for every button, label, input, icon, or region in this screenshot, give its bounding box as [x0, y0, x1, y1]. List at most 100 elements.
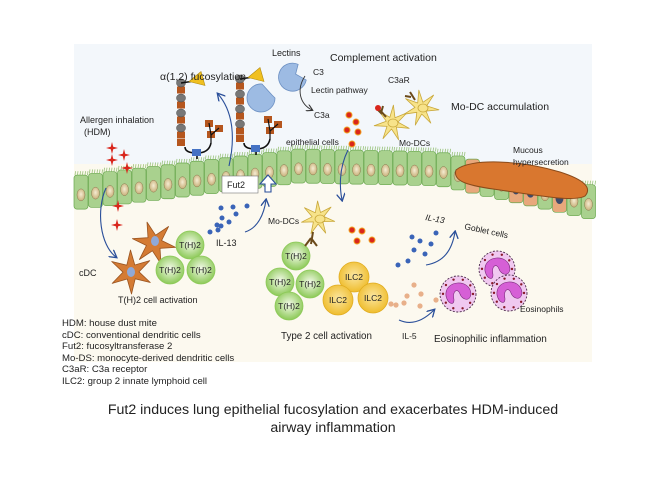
cilia — [166, 160, 168, 165]
cilia — [181, 158, 183, 164]
ilc2-cell-label: ILC2 — [364, 293, 382, 303]
cell-nucleus — [76, 188, 86, 202]
allergen-uptake-arrow — [100, 187, 116, 257]
galactose-icon — [236, 82, 244, 90]
cilia — [142, 164, 144, 169]
cilia — [79, 171, 81, 176]
cilia — [355, 146, 357, 151]
il5-dot — [393, 302, 399, 308]
eosinophil-granule — [452, 307, 455, 310]
cell-nucleus — [294, 162, 303, 176]
il13-dot — [244, 203, 250, 209]
galactose-icon — [236, 135, 244, 142]
sugar-icon — [235, 104, 245, 114]
cilia — [113, 167, 115, 172]
fut2-to-fucosylation-arrow — [218, 94, 233, 167]
cell-nucleus — [410, 164, 419, 178]
eosinophil-granule — [468, 301, 472, 305]
cilia — [372, 146, 374, 151]
cilia — [451, 151, 453, 157]
cilia — [323, 145, 325, 150]
galactose-icon — [177, 86, 185, 94]
cilia — [309, 145, 311, 150]
il5-dot — [433, 297, 439, 303]
cilia — [89, 169, 91, 174]
cell-nucleus — [279, 164, 289, 177]
label-il13-left: IL-13 — [216, 238, 237, 248]
label-fut2: Fut2 — [227, 180, 245, 190]
cilia — [422, 147, 424, 152]
cell-nucleus — [178, 176, 187, 189]
glycan-branch — [267, 118, 279, 139]
eosinophil-granule — [503, 306, 506, 309]
cilia — [435, 147, 437, 152]
cilia — [99, 169, 101, 174]
eosinophil-nucleus — [484, 257, 511, 279]
th2-cell-label: T(H)2 — [190, 265, 212, 275]
cilia — [297, 145, 299, 150]
cilia — [159, 162, 161, 167]
cilia — [154, 162, 156, 167]
il5-dot — [417, 303, 423, 309]
il13-dot — [233, 211, 239, 217]
c3a-dot — [354, 128, 362, 136]
eosinophil-granule — [491, 253, 494, 256]
cilia — [319, 145, 321, 150]
il5-dot — [418, 291, 424, 297]
cilia — [377, 146, 379, 151]
cilia — [316, 145, 318, 150]
cilia — [304, 145, 306, 150]
c3a-dot — [375, 105, 381, 111]
cilia — [343, 145, 345, 150]
cilia — [413, 147, 415, 152]
il13-dot — [411, 247, 417, 253]
il13-cytokines-left — [207, 203, 250, 235]
label-eosinophilic-inflammation: Eosinophilic inflammation — [434, 334, 547, 345]
cilia — [345, 145, 347, 150]
allergen-sparkle-icon — [106, 142, 118, 154]
il13-dot — [226, 219, 232, 225]
cilia — [406, 146, 408, 152]
cilia — [77, 171, 79, 176]
ilc2-cell — [338, 261, 370, 293]
eosinophil-granule — [491, 282, 494, 285]
cilia — [374, 146, 376, 151]
cilia — [157, 162, 159, 167]
cdc-nucleus — [151, 236, 159, 246]
eosinophil-icon — [490, 274, 528, 312]
c3a-dot — [352, 118, 360, 126]
lectin-pathway-arrow — [299, 75, 312, 110]
lectin-icon — [278, 62, 307, 92]
th2-cell-label: T(H)2 — [299, 279, 321, 289]
mucus-blob — [455, 161, 589, 199]
cilia — [592, 180, 594, 185]
cilia — [135, 164, 137, 169]
mo-dc-icon — [301, 200, 336, 234]
mo-dc-migration-arrow — [340, 149, 349, 200]
il13-dot — [219, 215, 225, 221]
cilia — [444, 148, 446, 153]
cell-nucleus — [120, 183, 129, 196]
legend-item: HDM: house dust mite — [62, 318, 157, 329]
c3a-molecules-lower — [348, 226, 376, 245]
cilia — [459, 151, 461, 157]
eosinophil-granule — [444, 301, 448, 304]
cilia — [203, 157, 205, 162]
fut2-box — [221, 175, 259, 194]
cell-nucleus — [149, 179, 158, 193]
galactose-icon — [236, 112, 244, 120]
cell-nucleus — [323, 163, 332, 176]
il13-dot — [433, 230, 439, 236]
glcnac-icon — [192, 149, 201, 156]
eosinophil-granule — [492, 291, 496, 295]
c3a-dot — [345, 111, 353, 119]
cell-nucleus — [381, 164, 390, 177]
il13-dot — [395, 262, 401, 268]
caption-line-2: airway inflammation — [270, 420, 396, 436]
il13-dot — [207, 229, 213, 235]
fucose-icon — [188, 70, 206, 86]
cilia — [299, 145, 301, 150]
caption-line-1: Fut2 induces lung epithelial fucosylatio… — [107, 402, 559, 418]
th2-cell — [274, 291, 304, 321]
th2-cell — [281, 241, 311, 271]
